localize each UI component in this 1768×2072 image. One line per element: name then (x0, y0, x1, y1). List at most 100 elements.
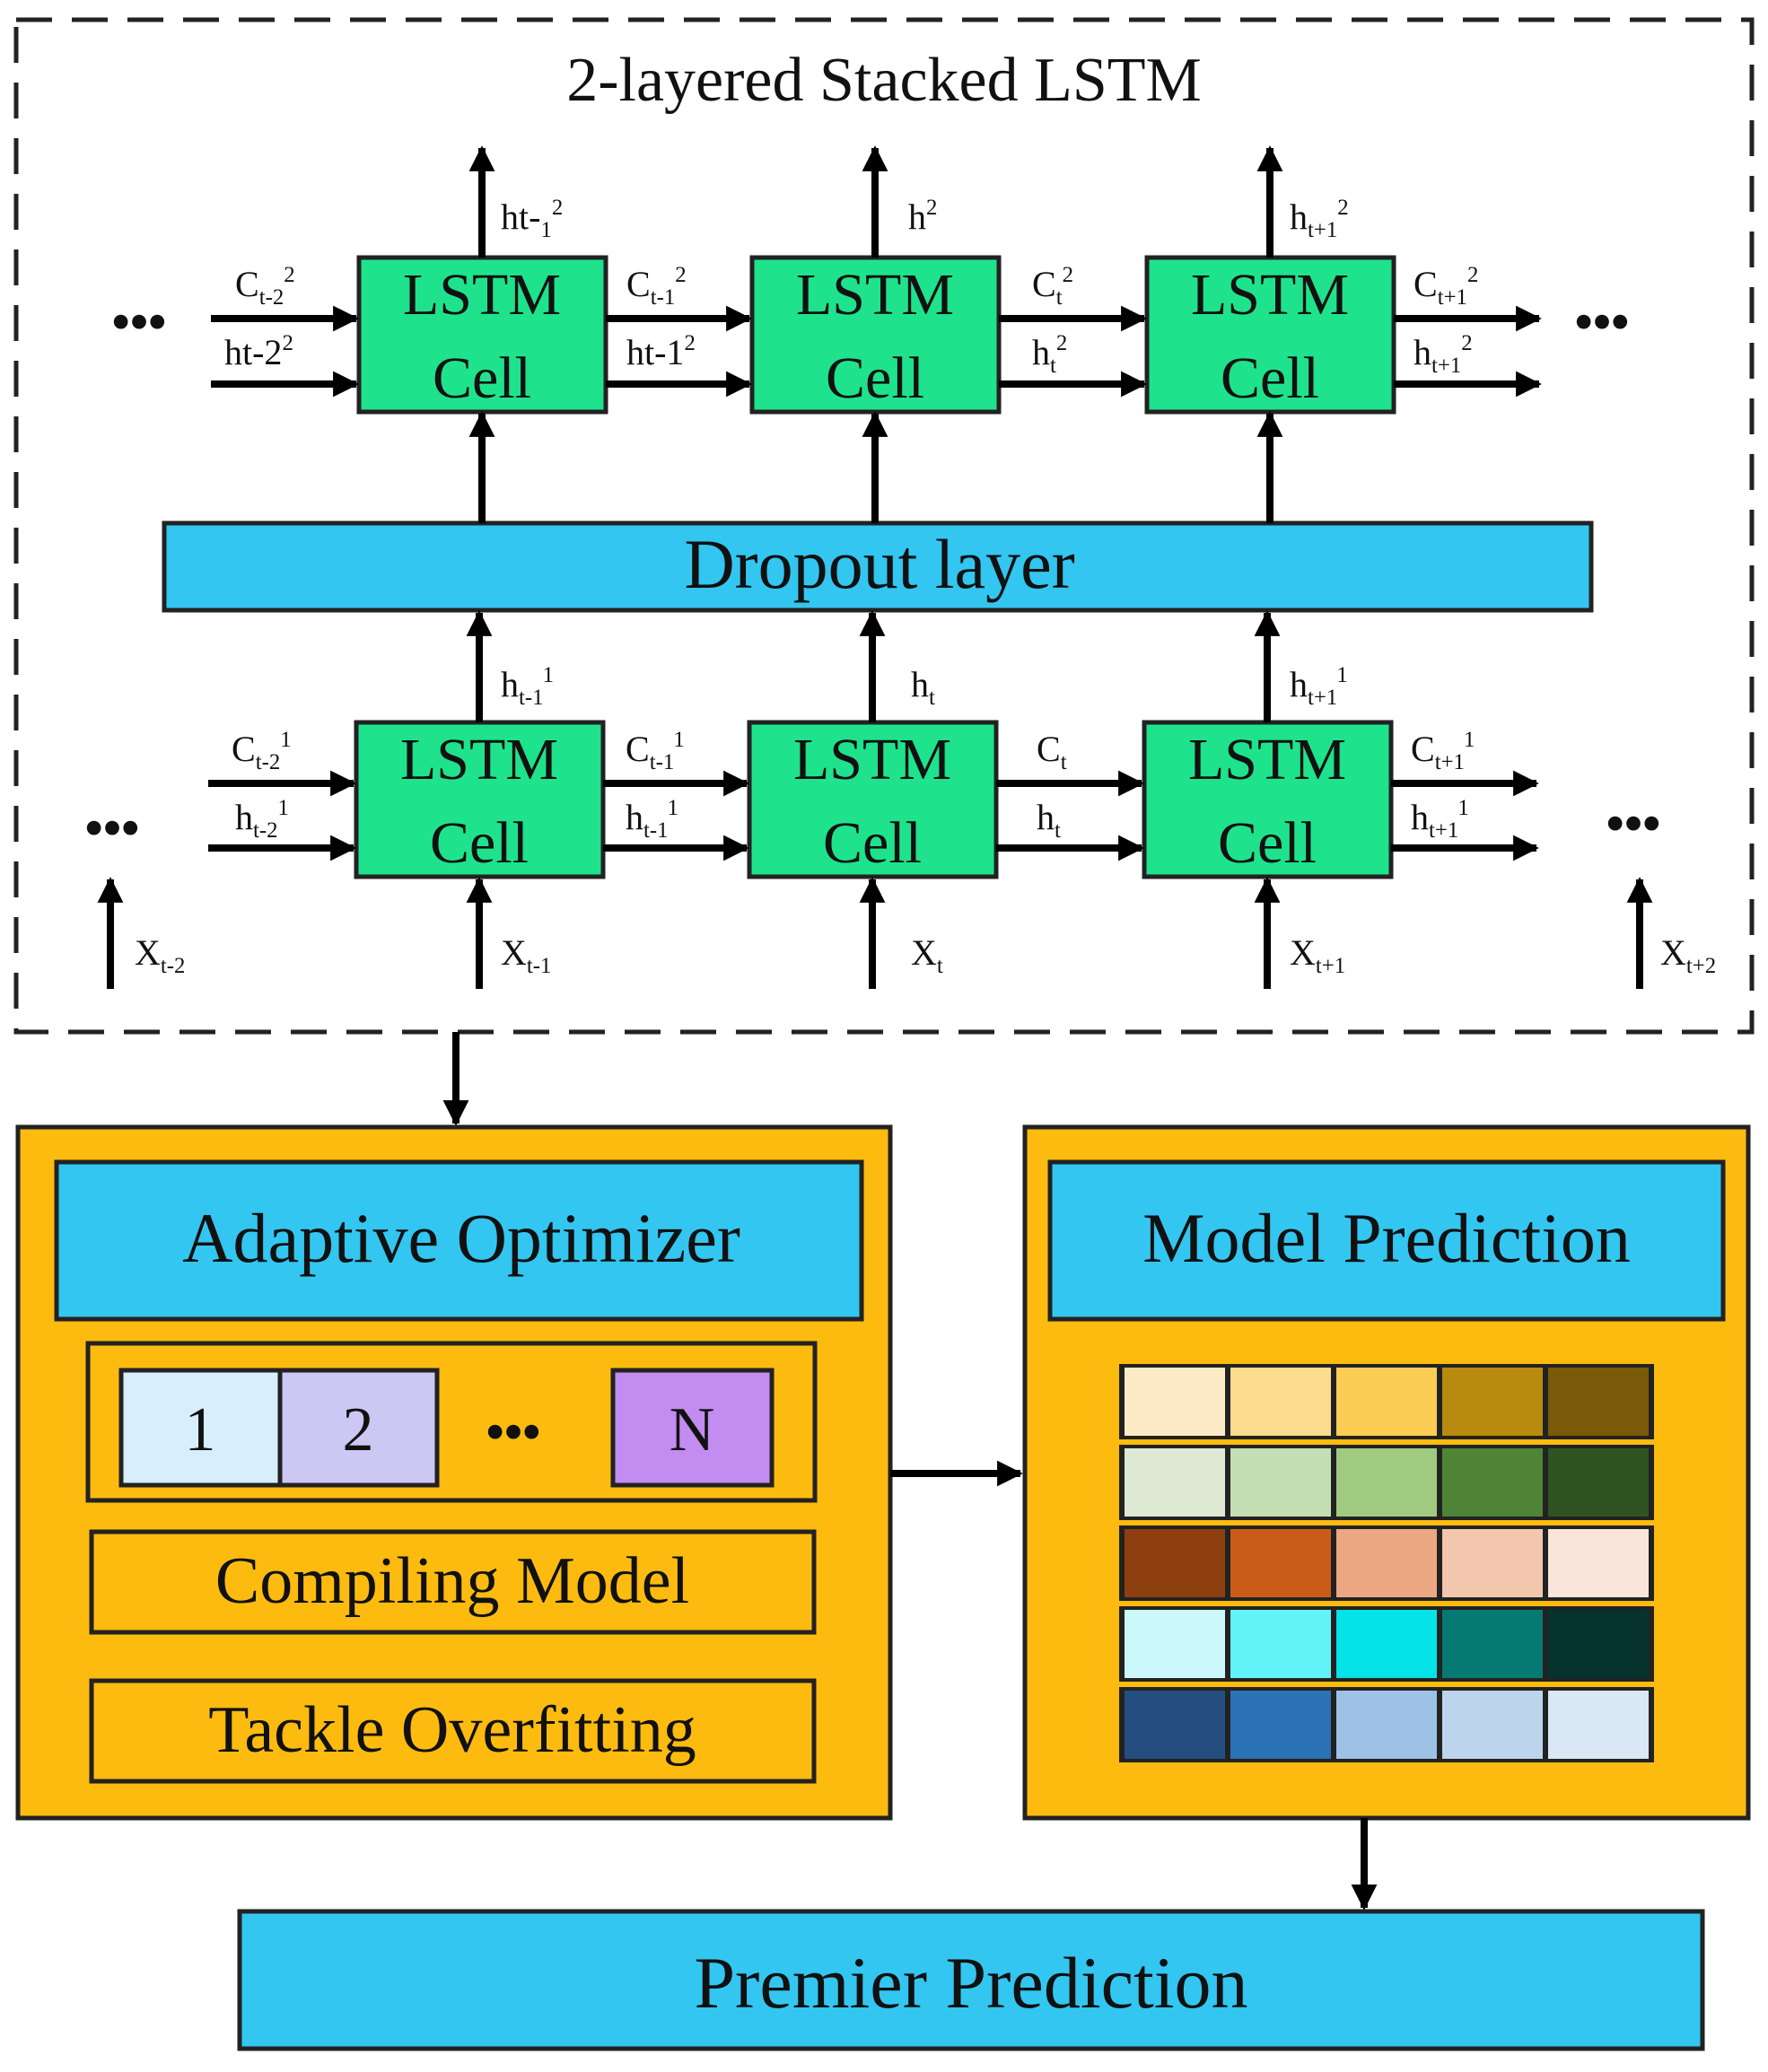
palette-swatch (1230, 1691, 1331, 1759)
palette-swatch (1125, 1448, 1225, 1517)
label-h-layer2: ht-12 (626, 331, 696, 372)
label-h-layer1: ht (1037, 797, 1061, 843)
palette-swatch (1442, 1529, 1543, 1597)
palette-swatch (1548, 1448, 1649, 1517)
label-input-x: Xt-2 (135, 932, 185, 978)
palette-swatch (1230, 1448, 1331, 1517)
palette-swatch (1548, 1529, 1649, 1597)
diagram-title: 2-layered Stacked LSTM (566, 46, 1202, 115)
label-c-layer2: Ct-12 (626, 263, 687, 310)
label-c-layer1: Ct+11 (1411, 728, 1475, 774)
lstm-cell-layer1-2: LSTM Cell (747, 720, 999, 879)
arrows-layer2-vertical (468, 145, 1283, 523)
label-c-in-layer1: Ct-21 (232, 728, 292, 774)
optimizer-item-2-label: 2 (343, 1395, 374, 1464)
prediction-title: Model Prediction (1142, 1199, 1631, 1277)
label-input-x: Xt (911, 932, 943, 978)
optimizer-item-n (610, 1368, 775, 1488)
palette-swatch (1230, 1610, 1331, 1678)
palette-row (1119, 1364, 1654, 1439)
premier-prediction-label: Premier Prediction (694, 1942, 1247, 2024)
tackle-overfitting-label: Tackle Overfitting (208, 1693, 696, 1767)
palette-swatch (1548, 1368, 1649, 1436)
palette-swatch (1230, 1529, 1331, 1597)
label-input-x: Xt+1 (1290, 932, 1345, 978)
label-h-out-layer1: ht+11 (1290, 663, 1348, 710)
prediction-title-bar (1047, 1159, 1726, 1322)
optimizer-title-bar (54, 1159, 864, 1322)
palette-row (1119, 1606, 1654, 1682)
premier-prediction-bar (237, 1909, 1705, 2051)
label-h-out-layer1: ht (911, 664, 935, 710)
lstm-cell-label: LSTM (1188, 727, 1346, 792)
palette-swatch (1548, 1691, 1649, 1759)
label-h-in-layer2: ht-22 (224, 331, 293, 372)
tackle-overfitting-box (89, 1678, 817, 1784)
palette-swatch (1125, 1691, 1225, 1759)
optimizer-title: Adaptive Optimizer (182, 1199, 740, 1277)
lstm-cell-label: LSTM (1191, 262, 1349, 328)
label-input-x: Xt-1 (501, 932, 551, 978)
ellipsis-layer1-right: ••• (1606, 794, 1661, 852)
palette-swatch (1125, 1368, 1225, 1436)
compiling-model-box (89, 1529, 817, 1635)
lstm-cell-layer1-3: LSTM Cell (1142, 720, 1394, 879)
optimizer-items-box (85, 1341, 818, 1503)
palette-swatch (1336, 1610, 1437, 1678)
palette-swatch (1442, 1691, 1543, 1759)
palette-row (1119, 1526, 1654, 1601)
lstm-cell-label: Cell (823, 810, 922, 876)
lstm-cell-layer1-1: LSTM Cell (354, 720, 606, 879)
palette-swatch (1336, 1368, 1437, 1436)
palette-row (1119, 1687, 1654, 1762)
label-h-out-layer2: h2 (908, 196, 937, 237)
label-c-in-layer2: Ct-22 (235, 263, 295, 310)
palette-swatch (1336, 1691, 1437, 1759)
palette-swatch (1442, 1610, 1543, 1678)
lstm-cell-label: LSTM (793, 727, 951, 792)
arrows-layer2 (211, 305, 1542, 398)
palette-row (1119, 1445, 1654, 1520)
compiling-model-label: Compiling Model (215, 1544, 689, 1618)
lstm-cell-layer2-3: LSTM Cell (1144, 255, 1396, 415)
label-h-out-layer2: ht-12 (501, 196, 563, 242)
label-h-out-layer1: ht-11 (501, 663, 554, 710)
palette-swatch (1336, 1529, 1437, 1597)
label-c-layer1: Ct-11 (626, 728, 685, 774)
lstm-cell-layer2-1: LSTM Cell (356, 255, 608, 415)
optimizer-item-2 (277, 1368, 440, 1488)
palette-swatch (1336, 1448, 1437, 1517)
label-c-layer2: Ct2 (1032, 263, 1073, 310)
ellipsis-layer1-left: ••• (85, 799, 140, 857)
arrows-layer1-vertical (466, 610, 1281, 722)
label-h-in-layer1: ht-21 (235, 796, 289, 843)
lstm-cell-label: Cell (826, 345, 924, 411)
color-palette-grid (1119, 1364, 1654, 1762)
stacked-lstm-frame (13, 17, 1755, 1035)
palette-swatch (1442, 1368, 1543, 1436)
palette-swatch (1125, 1610, 1225, 1678)
label-c-layer1: Ct (1037, 729, 1067, 774)
lstm-cell-label: Cell (430, 810, 529, 876)
ellipsis-layer2-left: ••• (112, 293, 167, 351)
label-input-x: Xt+2 (1660, 932, 1716, 978)
ellipsis-layer2-right: ••• (1575, 293, 1630, 351)
label-h-out-layer2: ht+12 (1290, 196, 1349, 242)
palette-swatch (1230, 1368, 1331, 1436)
label-h-layer2: ht2 (1032, 331, 1067, 378)
label-c-layer2: Ct+12 (1414, 263, 1478, 310)
lstm-cell-label: LSTM (796, 262, 954, 328)
label-h-layer1: ht+11 (1411, 796, 1469, 843)
lstm-cell-label: Cell (1218, 810, 1317, 876)
lstm-cell-layer2-2: LSTM Cell (749, 255, 1002, 415)
optimizer-item-n-label: N (670, 1395, 715, 1464)
palette-swatch (1125, 1529, 1225, 1597)
arrows-layer1 (208, 770, 1539, 861)
optimizer-items-ellipsis: ••• (486, 1403, 541, 1461)
input-arrows (97, 877, 1653, 989)
lstm-cell-label: LSTM (400, 727, 558, 792)
optimizer-item-1-label: 1 (185, 1395, 216, 1464)
